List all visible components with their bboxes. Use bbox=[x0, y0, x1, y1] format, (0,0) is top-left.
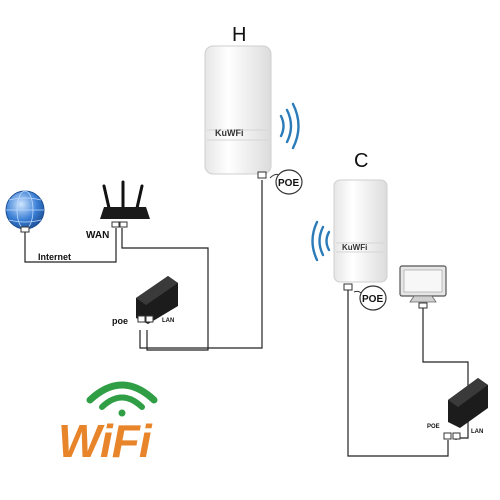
wireless-signal-icon bbox=[279, 102, 300, 150]
globe-icon bbox=[5, 190, 45, 230]
internet-wire bbox=[24, 228, 117, 263]
monitor-icon bbox=[399, 265, 447, 303]
poe-callout-h-text: POE bbox=[278, 178, 299, 189]
router-to-poe-wire bbox=[121, 228, 209, 351]
ap-c-label: C bbox=[354, 150, 368, 172]
poe-callout-h: POE bbox=[269, 169, 303, 195]
wifi-logo-icon: WiFi bbox=[58, 381, 158, 467]
router-port-2 bbox=[119, 221, 128, 228]
lan-left-label: LAN bbox=[162, 318, 174, 324]
access-point-c: KuWFi bbox=[333, 179, 388, 283]
monitor-port bbox=[418, 302, 428, 309]
poe-to-ap-h-wire bbox=[139, 180, 263, 349]
poe-callout-c-text: POE bbox=[362, 294, 383, 305]
router-port-1 bbox=[111, 221, 120, 228]
right-poe-port-1 bbox=[443, 432, 452, 440]
poe-callout-c: POE bbox=[353, 285, 387, 311]
ap-c-brand-logo: KuWFi bbox=[342, 243, 367, 252]
lan-right-label: LAN bbox=[471, 429, 483, 435]
internet-label: Internet bbox=[38, 252, 71, 262]
right-poe-port-2 bbox=[452, 432, 461, 440]
poe-adapter-icon bbox=[448, 378, 488, 428]
left-poe-port-2 bbox=[145, 315, 154, 323]
ap-h-port bbox=[257, 171, 267, 179]
ap-c-port bbox=[343, 283, 353, 291]
poe-to-ap-c-wire bbox=[347, 290, 449, 457]
poe-left-label: poe bbox=[112, 316, 128, 326]
wan-label: WAN bbox=[86, 230, 109, 241]
router-icon bbox=[100, 180, 150, 219]
ap-h-brand-logo: KuWFi bbox=[215, 128, 244, 138]
globe-port bbox=[20, 226, 30, 233]
ap-h-label: H bbox=[232, 24, 246, 46]
poe-adapter-icon bbox=[136, 276, 178, 324]
wireless-signal-icon bbox=[311, 220, 331, 262]
wifi-logo-text: WiFi bbox=[58, 415, 153, 467]
access-point-h: KuWFi bbox=[204, 45, 272, 175]
left-poe-port-1 bbox=[137, 315, 146, 323]
poe-right-label: POE bbox=[427, 424, 440, 430]
